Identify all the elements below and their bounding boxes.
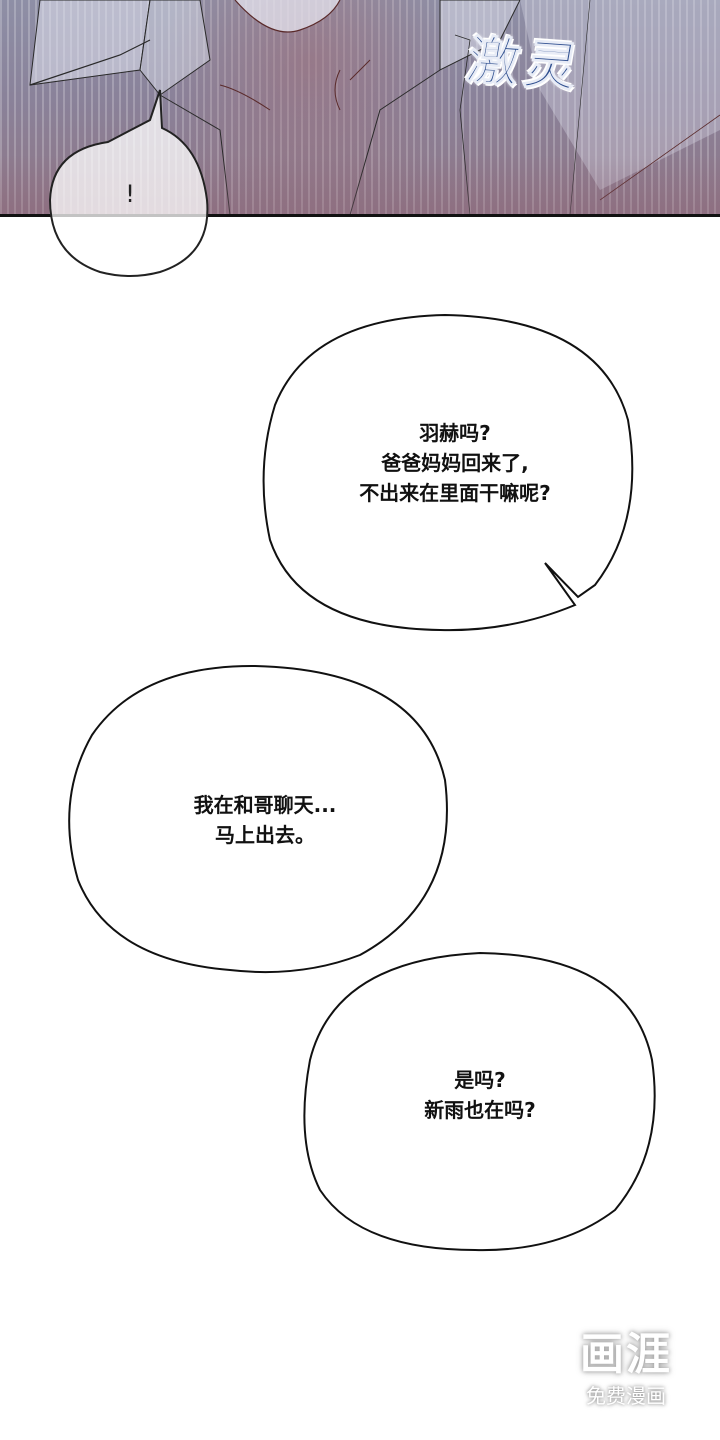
speech-bubble-2-shape (68, 664, 448, 974)
panel-border (0, 214, 720, 217)
watermark: 画涯 免费漫画 (566, 1318, 686, 1409)
speech-bubble-3-text: 是吗? 新雨也在吗? (424, 1068, 536, 1122)
watermark-subtitle: 免费漫画 (586, 1384, 666, 1408)
speech-bubble-3-shape (303, 951, 656, 1252)
speech-bubble-1-text: 羽赫吗? 爸爸妈妈回来了, 不出来在里面干嘛呢? (359, 421, 551, 505)
character-shirt-linework (29, 0, 720, 215)
exclamation-mark: ! (125, 180, 135, 208)
exclamation-bubble (48, 89, 209, 277)
speech-bubble-2-text: 我在和哥聊天... 马上出去。 (193, 793, 337, 847)
comic-panel-top: 激灵 (0, 0, 720, 215)
speech-bubble-1-shape (262, 313, 634, 632)
watermark-logo: 画涯 (580, 1329, 672, 1380)
